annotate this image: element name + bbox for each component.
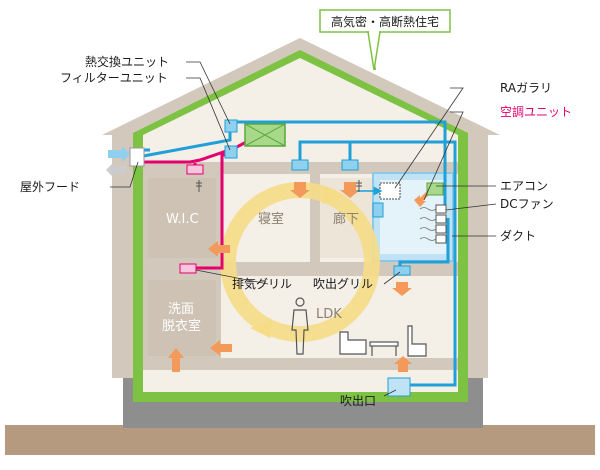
airflow-arrow-top bbox=[322, 186, 345, 204]
supply-grille-ldk bbox=[393, 265, 411, 276]
air-conditioner bbox=[426, 182, 444, 196]
exhaust-grille-wic bbox=[186, 164, 204, 175]
supply-ducts bbox=[137, 120, 457, 387]
thermometer-icon bbox=[196, 180, 202, 192]
room-bedroom: 寝室 bbox=[258, 211, 284, 227]
thermometer-icon bbox=[356, 180, 362, 192]
outdoor-hood bbox=[129, 147, 145, 167]
title: 高気密・高断熱住宅 bbox=[331, 14, 439, 29]
ra-gallery-label: RAガラリ bbox=[500, 81, 552, 95]
filter-unit-bottom bbox=[224, 145, 238, 159]
wash-inner bbox=[148, 280, 216, 356]
room-washroom-2: 脱衣室 bbox=[162, 318, 201, 334]
person-icon bbox=[291, 297, 309, 355]
room-wic: W.I.C bbox=[166, 212, 199, 227]
leader-lines bbox=[110, 14, 497, 397]
air-conditioner-label: エアコン bbox=[500, 179, 548, 193]
outlet-box bbox=[387, 377, 411, 397]
intake-arrow bbox=[108, 146, 130, 162]
room-ldk: LDK bbox=[316, 307, 342, 322]
supply-arrows bbox=[168, 182, 412, 372]
fan-swirls bbox=[419, 207, 437, 241]
airflow-arrow-bottom bbox=[250, 320, 272, 338]
exhaust-grille-label: 排気グリル bbox=[232, 276, 292, 291]
heat-exchange-unit-label: 熱交換ユニット bbox=[85, 54, 169, 69]
outlet-label: 吹出口 bbox=[340, 394, 376, 408]
exhaust-out-arrow bbox=[106, 162, 126, 178]
hall-duct-outlet bbox=[372, 202, 384, 218]
supply-grille-hall bbox=[341, 159, 359, 171]
filter-unit-top bbox=[224, 119, 238, 133]
title-pointer bbox=[367, 31, 381, 71]
chair-icon bbox=[407, 325, 427, 357]
title-box bbox=[319, 9, 451, 33]
duct-label: ダクト bbox=[500, 228, 536, 243]
exhaust-grille-ldk bbox=[179, 263, 197, 274]
filter-unit-label: フィルターユニット bbox=[60, 71, 168, 85]
ground bbox=[5, 425, 595, 455]
wic-inner bbox=[148, 178, 216, 258]
ground-floor bbox=[143, 358, 458, 370]
sofa-icon bbox=[339, 331, 367, 355]
room-hallway: 廊下 bbox=[333, 211, 359, 227]
table-icon bbox=[369, 341, 399, 356]
supply-grille-bedroom bbox=[291, 159, 309, 171]
bedroom-wall bbox=[310, 174, 320, 262]
outdoor-hood-label: 屋外フード bbox=[20, 180, 80, 194]
ac-unit-label: 空調ユニット bbox=[500, 105, 572, 119]
supply-grille-label: 吹出グリル bbox=[313, 277, 373, 291]
room-washroom-1: 洗面 bbox=[168, 302, 194, 317]
dc-fan-label: DCファン bbox=[500, 197, 554, 211]
